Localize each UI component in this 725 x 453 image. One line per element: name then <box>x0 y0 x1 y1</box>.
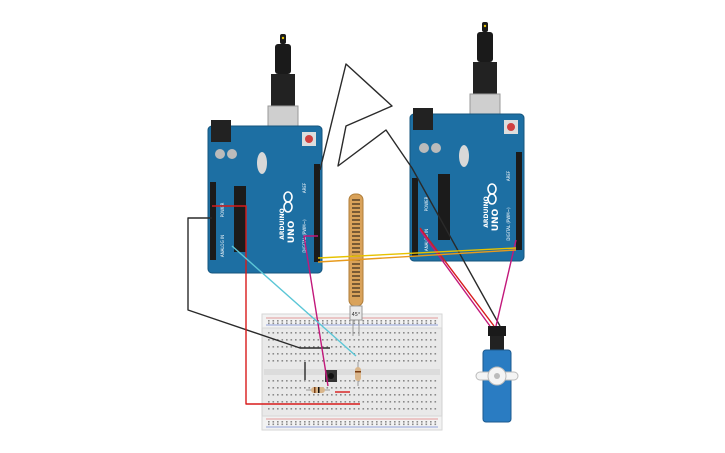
breadboard[interactable] <box>261 313 443 431</box>
wire-yellow[interactable] <box>317 247 517 259</box>
servo-motor[interactable] <box>475 326 519 423</box>
digital-label: DIGITAL (PWM~) <box>506 207 511 241</box>
wire-magenta-2[interactable] <box>495 239 517 327</box>
brand-label: ARDUINO <box>483 196 490 227</box>
arduino-uno-left[interactable]: ARDUINO UNO AREF DIGITAL (PWM~) POWER AN… <box>207 34 323 274</box>
flex-sensor[interactable]: 45° <box>348 193 364 336</box>
wire-red-2[interactable] <box>419 227 495 327</box>
reset-button-icon[interactable] <box>302 132 316 146</box>
wire-magenta-3[interactable] <box>419 229 491 327</box>
usb-cable-icon[interactable] <box>469 22 501 117</box>
analog-label: ANALOG IN <box>220 235 225 257</box>
usb-cable-icon[interactable] <box>267 34 299 129</box>
power-label: POWER <box>220 202 225 217</box>
brand-label: ARDUINO <box>279 208 286 239</box>
servo-horn-icon[interactable] <box>475 366 519 386</box>
arduino-uno-right[interactable]: ARDUINO UNO AREF DIGITAL (PWM~) POWER AN… <box>409 22 525 262</box>
reset-button-icon[interactable] <box>504 120 518 134</box>
model-label: UNO <box>287 220 297 243</box>
pushbutton-icon[interactable] <box>325 370 337 382</box>
infinity-logo-icon <box>283 191 293 213</box>
wire-black-1[interactable] <box>187 217 330 349</box>
wire-cyan[interactable] <box>231 245 357 357</box>
aref-label: AREF <box>506 170 511 181</box>
wires <box>187 63 517 405</box>
wire-magenta-1[interactable] <box>303 235 329 387</box>
infinity-logo-icon <box>487 183 497 205</box>
breadboard-holes <box>268 320 437 426</box>
power-label: POWER <box>424 196 429 211</box>
flex-angle-label: 45° <box>352 312 361 318</box>
wire-red-1[interactable] <box>212 205 360 405</box>
wire-black-2[interactable] <box>319 63 501 327</box>
model-label: UNO <box>491 208 501 231</box>
resistor-icon <box>355 362 361 386</box>
wire-orange[interactable] <box>317 249 517 263</box>
resistor-icon <box>306 387 330 393</box>
aref-label: AREF <box>302 182 307 193</box>
